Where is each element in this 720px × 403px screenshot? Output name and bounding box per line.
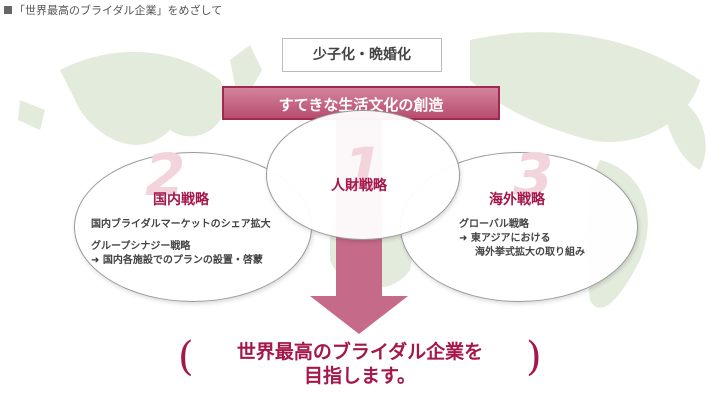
- goal-line-1: 世界最高のブライダル企業を: [236, 341, 484, 363]
- goal-line-2: 目指します。: [303, 365, 417, 387]
- strategy-number-2: 2: [145, 141, 186, 209]
- top-box: 少子化・晩婚化: [282, 38, 442, 72]
- arrow-head: [310, 296, 408, 334]
- domestic-strategy-title: 国内戦略: [153, 192, 209, 208]
- goal-statement: 世界最高のブライダル企業を 目指します。: [198, 340, 522, 388]
- left-paren-decoration: (: [178, 334, 194, 380]
- map-shape-island: [18, 100, 45, 130]
- overseas-line-1: グローバル戦略: [459, 219, 529, 230]
- map-shape-north-america: [470, 32, 700, 142]
- overseas-strategy-title: 海外戦略: [489, 192, 545, 208]
- overseas-line-3: 海外挙式拡大の取り組み: [475, 247, 585, 258]
- human-resources-strategy-oval: 1 人財戦略: [266, 110, 460, 240]
- banner: すてきな生活文化の創造: [222, 86, 500, 120]
- domestic-line-2: グループシナジー戦略: [91, 241, 191, 252]
- domestic-line-1: 国内ブライダルマーケットのシェア拡大: [91, 219, 271, 230]
- domestic-line-3: 国内各施設でのプランの設置・啓蒙: [102, 255, 263, 266]
- human-resources-strategy-title: 人財戦略: [331, 178, 387, 194]
- arrow-right-icon: ➜: [459, 233, 468, 244]
- overseas-line-2-wrap: ➜ 東アジアにおける: [459, 229, 550, 244]
- caption: 「世界最高のブライダル企業」をめざして: [4, 2, 222, 18]
- square-bullet-icon: [4, 6, 12, 14]
- overseas-line-2: 東アジアにおける: [470, 233, 551, 244]
- strategy-number-1: 1: [343, 135, 384, 203]
- map-shape-east: [660, 90, 706, 170]
- map-shape-asia: [60, 51, 226, 145]
- arrow-right-icon: ➜: [91, 255, 100, 266]
- strategy-number-3: 3: [513, 141, 554, 209]
- domestic-line-3-wrap: ➜ 国内各施設でのプランの設置・啓蒙: [91, 251, 263, 266]
- right-paren-decoration: ): [526, 334, 542, 380]
